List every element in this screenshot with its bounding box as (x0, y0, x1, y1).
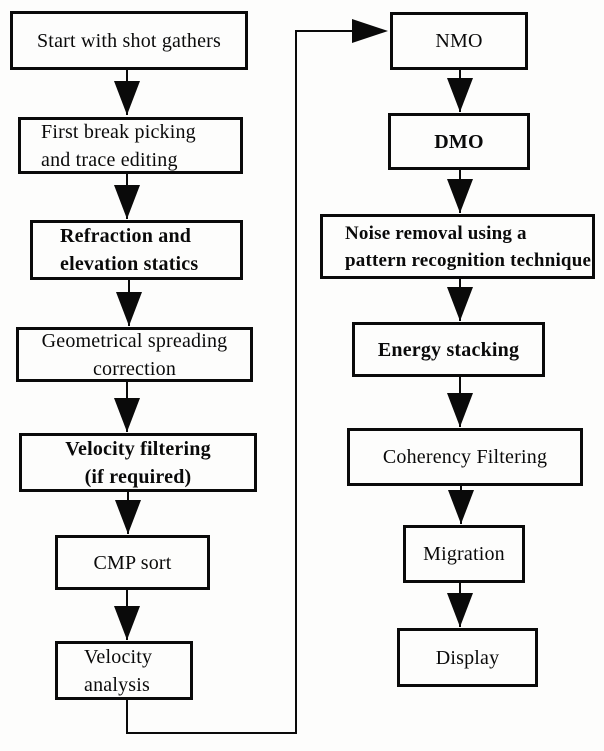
node-label: Display (435, 646, 500, 669)
node-label: Geometrical spreading (41, 329, 228, 352)
node-refraction-elevation-statics: Refraction and elevation statics (30, 220, 243, 280)
node-coherency-filtering: Coherency Filtering (347, 428, 583, 486)
node-label: DMO (434, 130, 484, 153)
arrow-down-velocityfiltering-to-cmpsort (115, 492, 141, 534)
node-velocity-analysis: Velocity analysis (55, 641, 193, 700)
node-cmp-sort: CMP sort (55, 535, 210, 590)
arrow-down-energystacking-to-coherency (447, 377, 473, 427)
node-start-with-shot-gathers: Start with shot gathers (10, 11, 248, 70)
node-label: Start with shot gathers (36, 29, 222, 52)
arrow-down-geometrical-to-velocityfiltering (114, 382, 140, 432)
node-label: (if required) (84, 465, 192, 488)
arrow-down-noiseremoval-to-energystacking (447, 279, 473, 321)
node-label: NMO (435, 30, 483, 52)
node-first-break-picking: First break picking and trace editing (18, 117, 243, 174)
node-migration: Migration (403, 525, 525, 583)
node-label: Refraction and (60, 225, 192, 247)
node-label: correction (92, 357, 177, 380)
node-label: and trace editing (41, 148, 178, 171)
node-geometrical-spreading-correction: Geometrical spreading correction (16, 327, 253, 382)
node-label: CMP sort (93, 551, 172, 574)
node-label: pattern recognition technique (345, 249, 592, 271)
node-label: Energy stacking (377, 338, 520, 361)
node-label: Migration (423, 543, 505, 565)
node-label: Noise removal using a (345, 222, 527, 244)
node-display: Display (397, 628, 538, 687)
node-noise-removal: Noise removal using a pattern recognitio… (320, 214, 595, 279)
node-label: Velocity filtering (65, 437, 211, 460)
arrow-down-migration-to-display (447, 583, 473, 627)
node-dmo: DMO (388, 113, 530, 170)
node-label: analysis (84, 673, 151, 696)
node-label: Velocity (84, 645, 153, 668)
node-label: elevation statics (60, 253, 199, 275)
arrow-down-cmpsort-to-velocityanalysis (114, 590, 140, 640)
node-velocity-filtering: Velocity filtering (if required) (19, 433, 257, 492)
node-label: Coherency Filtering (382, 446, 548, 468)
arrow-down-nmo-to-dmo (447, 70, 473, 112)
loop-connector-velocityanalysis-to-nmo (126, 19, 388, 734)
arrow-down-refraction-to-geometrical (116, 280, 142, 326)
node-label: First break picking (41, 120, 196, 143)
arrow-down-dmo-to-noiseremoval (447, 170, 473, 213)
arrow-down-coherency-to-migration (448, 486, 474, 524)
node-nmo: NMO (390, 12, 528, 70)
node-energy-stacking: Energy stacking (352, 322, 545, 377)
arrow-down-firstbreak-to-refraction (114, 174, 140, 219)
arrow-down-start-to-firstbreak (114, 70, 140, 115)
